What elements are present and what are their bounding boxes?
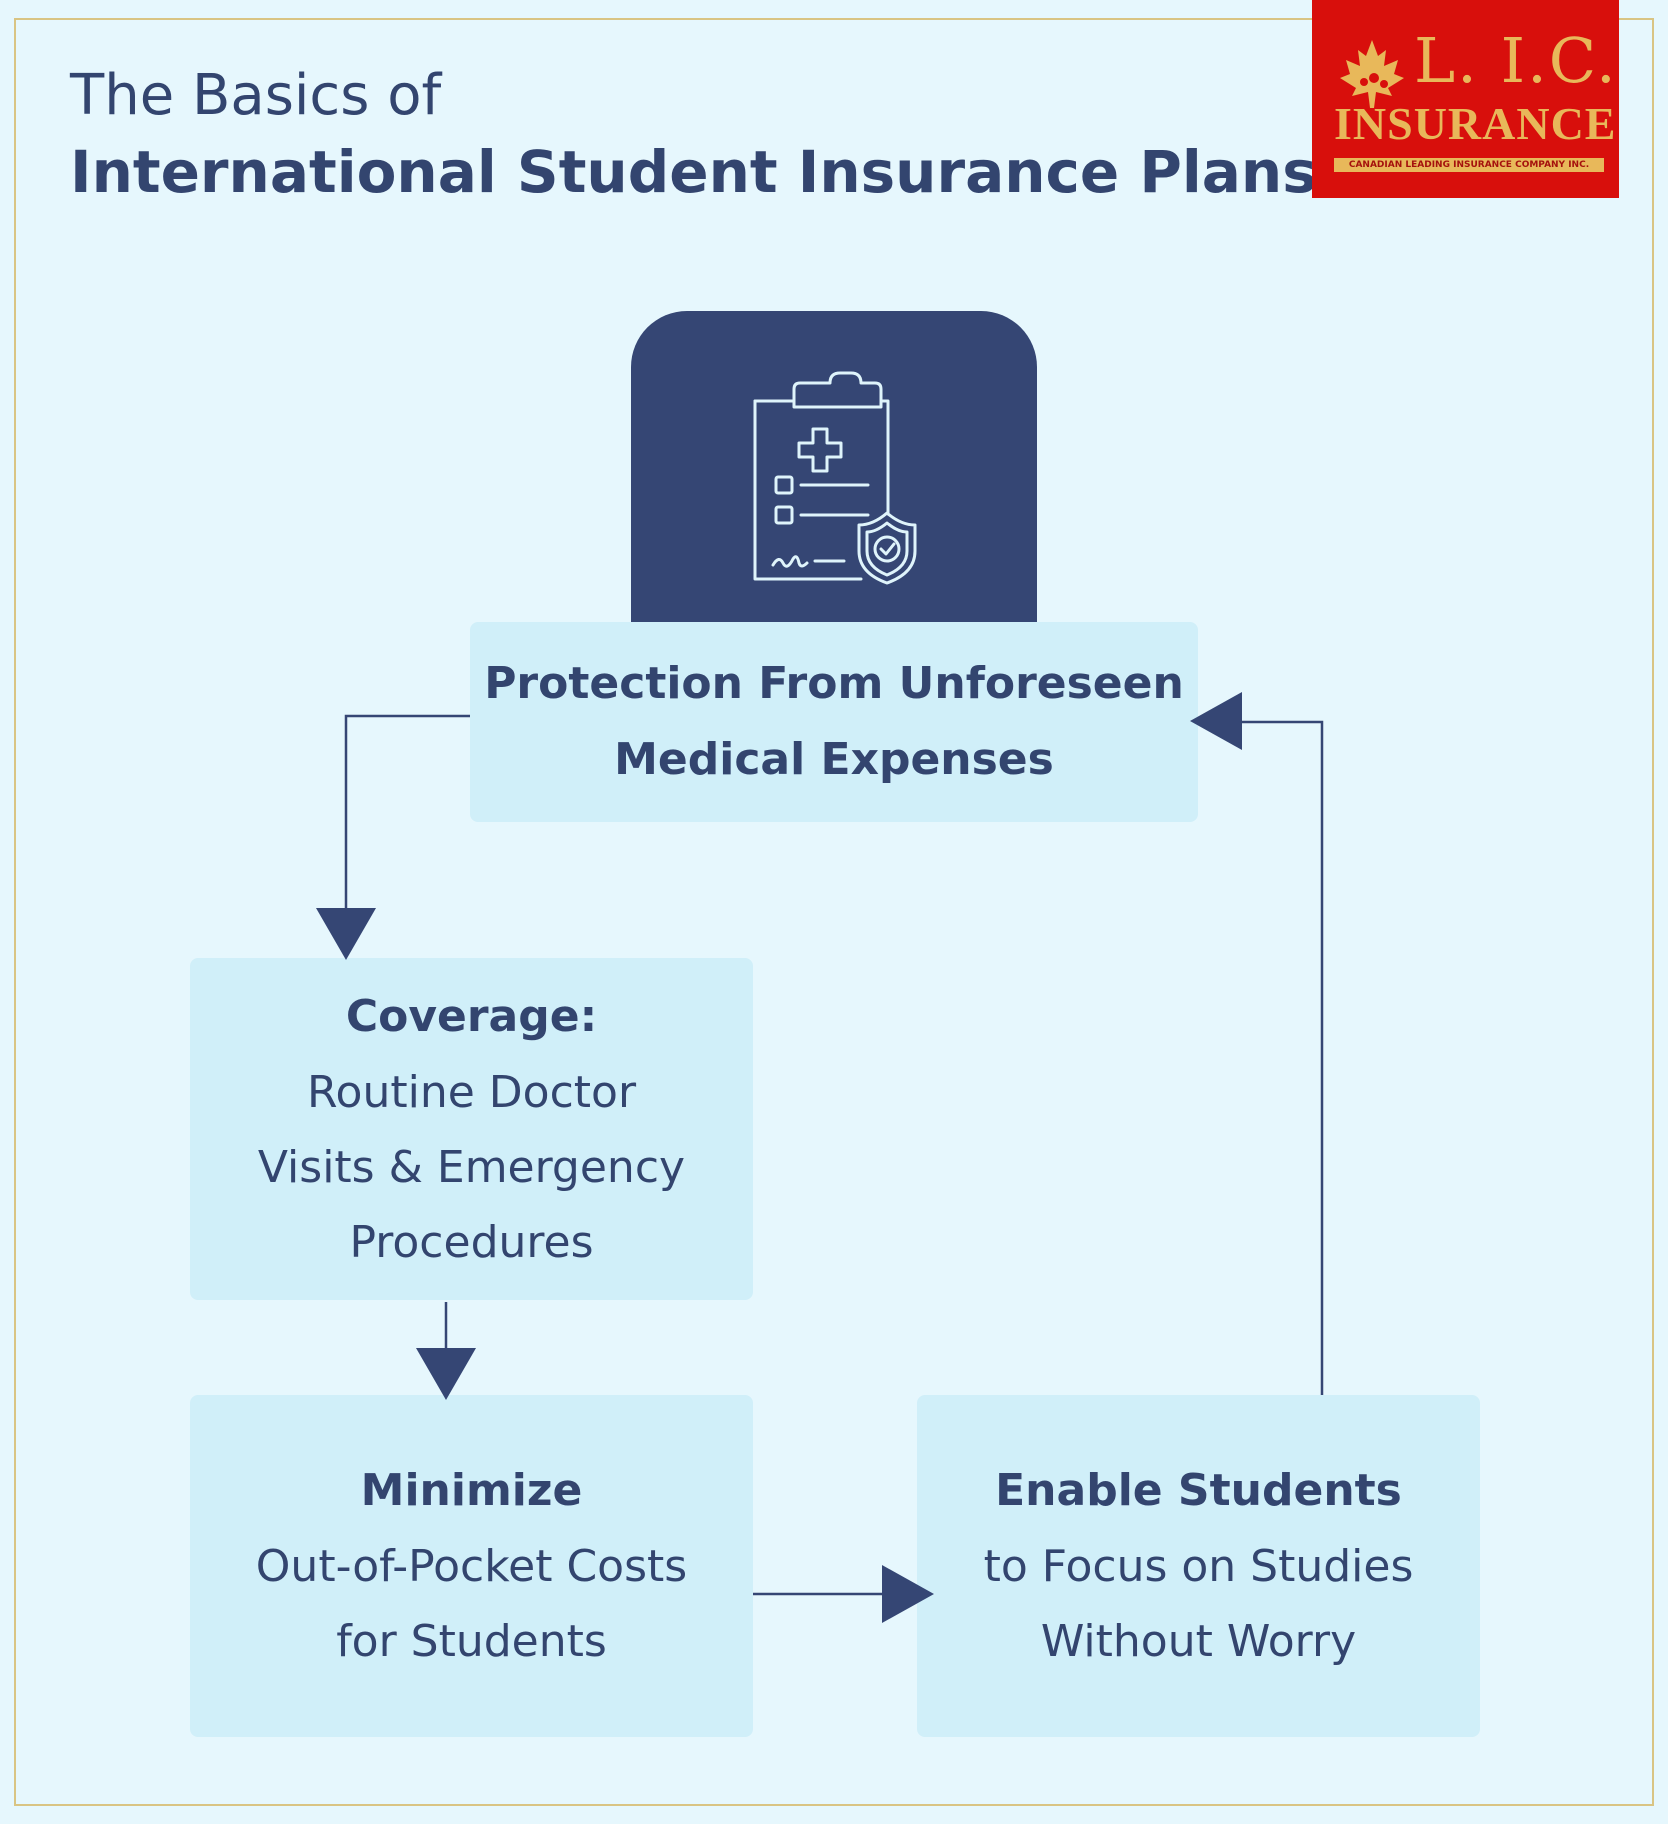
node-minimize-line-1: Out-of-Pocket Costs [255, 1541, 688, 1592]
title-line-1: The Basics of [70, 63, 442, 128]
node-coverage: Coverage: Routine Doctor Visits & Emerge… [190, 958, 753, 1300]
page-border [14, 18, 1654, 1806]
connector-enable-to-protection [1242, 720, 1324, 1395]
arrowhead-right-enable [882, 1565, 934, 1623]
logo-tagline: CANADIAN LEADING INSURANCE COMPANY INC. [1334, 158, 1604, 172]
maple-leaf-icon [1340, 40, 1404, 108]
arrowhead-left-protection [1190, 692, 1242, 750]
arrowhead-down-coverage [316, 908, 376, 960]
node-protection-line-2: Medical Expenses [614, 734, 1054, 785]
logo-brand-text: L. I.C. [1414, 24, 1618, 97]
node-minimize-heading: Minimize [360, 1465, 583, 1516]
logo-word: INSURANCE [1334, 98, 1617, 149]
title-line-2: International Student Insurance Plans [70, 138, 1317, 206]
node-enable-line-2: Without Worry [1040, 1616, 1357, 1667]
node-protection-line-1: Protection From Unforeseen [484, 658, 1184, 709]
arrowhead-down-minimize [416, 1348, 476, 1400]
node-enable-line-1: to Focus on Studies [983, 1541, 1414, 1592]
node-coverage-line-2: Visits & Emergency [257, 1141, 686, 1193]
node-enable: Enable Students to Focus on Studies With… [917, 1395, 1480, 1737]
node-coverage-line-1: Routine Doctor [306, 1066, 637, 1118]
clipboard-medical-shield-icon [753, 371, 917, 585]
node-minimize-line-2: for Students [336, 1616, 607, 1667]
page-title: The Basics of International Student Insu… [70, 60, 1317, 212]
node-protection: Protection From Unforeseen Medical Expen… [470, 622, 1198, 822]
node-enable-heading: Enable Students [995, 1465, 1402, 1516]
node-coverage-line-3: Procedures [349, 1216, 594, 1268]
node-coverage-heading: Coverage: [345, 990, 598, 1042]
node-minimize: Minimize Out-of-Pocket Costs for Student… [190, 1395, 753, 1737]
connector-protection-to-coverage [344, 714, 470, 910]
lic-insurance-logo: L. I.C. INSURANCE CANADIAN LEADING INSUR… [1312, 0, 1619, 198]
icon-header-box [631, 311, 1037, 629]
